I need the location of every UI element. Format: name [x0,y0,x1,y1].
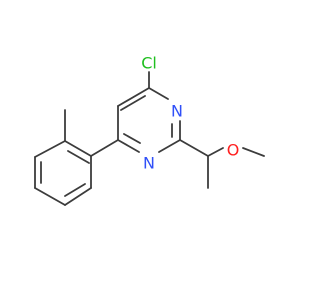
bond-ar-1-inner [67,150,90,164]
bond-n3-c6-inner [123,133,141,144]
bond-c2-n3 [158,139,181,153]
bond-c6-aryl [90,139,119,157]
bonds [34,71,265,206]
bond-c4-n1 [148,87,169,100]
bond-ar-4 [34,187,66,206]
bond-c4-c5-inner [120,95,146,111]
bond-ar-5-inner [64,183,86,197]
atom-label-n1: N [171,102,183,121]
bond-n3-c6 [117,139,140,153]
bond-ch-o [207,147,224,157]
bond-ar-1 [64,140,92,157]
bond-c4-c5 [117,87,150,107]
molecule-drawing: Cl N N O [34,54,265,206]
atom-labels: Cl N N O [141,54,239,173]
bond-o-ch3 [242,147,265,157]
atom-label-cl: Cl [141,54,157,73]
atom-label-o: O [227,141,240,160]
structure-canvas: Cl N N O [34,54,265,206]
atom-label-n3: N [143,154,155,173]
bond-ar-2 [34,140,66,158]
bond-c2-ch [179,139,209,157]
bond-ar-5 [64,187,92,206]
